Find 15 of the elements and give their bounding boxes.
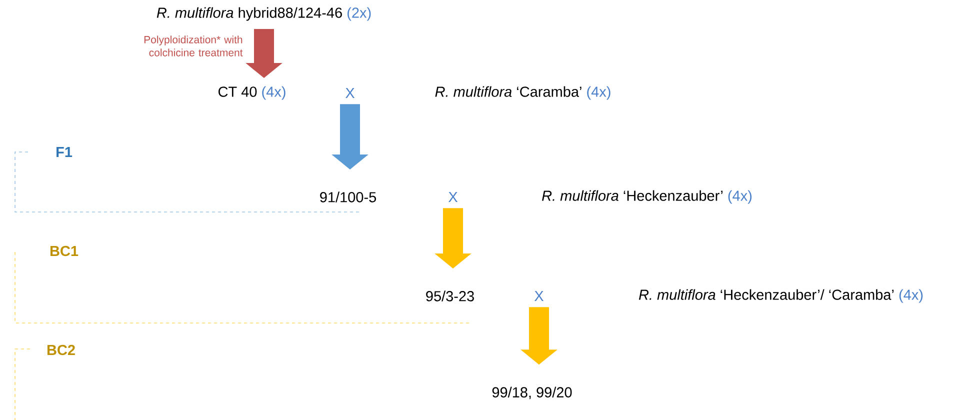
plant-label: R. multiflora ‘Heckenzauber’/ ‘Caramba’ (4x) — [638, 289, 923, 303]
generation-label: F1 — [56, 147, 72, 157]
plant-label: 99/18, 99/20 — [492, 386, 572, 400]
plant-label: R. multiflora ‘Heckenzauber’ (4x) — [542, 190, 752, 204]
plant-label: 91/100-5 — [320, 192, 376, 202]
plant-label: R. multiflora ‘Caramba’ (4x) — [435, 86, 610, 100]
generation-label: BC2 — [47, 344, 75, 356]
cross-symbol: X — [346, 88, 355, 98]
cross-symbol: X — [448, 192, 458, 202]
cross-symbol: X — [534, 291, 544, 301]
plant-label: 95/3-23 — [426, 290, 474, 302]
plant-label: R. multiflora hybrid88/124-46 (2x) — [156, 7, 371, 21]
plant-label: CT 40 (4x) — [218, 86, 286, 100]
generation-label: BC1 — [50, 246, 78, 256]
edge-label: Polyploidization* with colchicine treatment — [144, 36, 243, 56]
